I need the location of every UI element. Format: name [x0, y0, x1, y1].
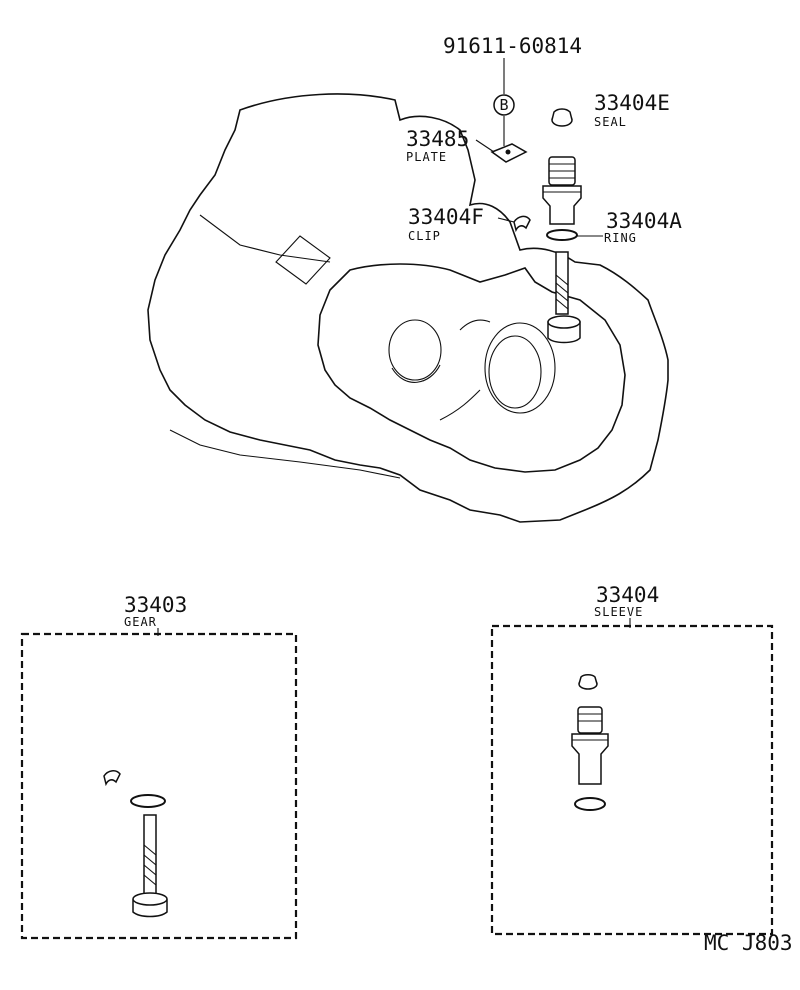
gear-kit-box: 33403 GEAR [20, 593, 298, 940]
seal-part-name: SEAL [594, 115, 627, 129]
figure-code: MC J803 [704, 931, 793, 955]
bolt-symbol-letter: B [499, 96, 508, 114]
plate-part-name: PLATE [406, 150, 447, 164]
clip-part-number: 33404F [408, 205, 484, 229]
clip-part-name: CLIP [408, 229, 441, 243]
sleeve-part [542, 156, 582, 225]
ring-part-name: RING [604, 231, 637, 245]
bolt-part-number: 91611-60814 [443, 34, 582, 58]
clip-part [513, 215, 531, 233]
seal-part [551, 108, 573, 127]
sleeve-kit-name: SLEEVE [594, 605, 643, 619]
driven-gear-part [547, 251, 581, 344]
gear-kit-name: GEAR [124, 615, 157, 629]
plate-part-number: 33485 [406, 127, 469, 151]
ring-part [546, 229, 578, 241]
bolt-symbol: B [493, 94, 515, 116]
transaxle-housing [147, 93, 669, 523]
sleeve-kit-number: 33404 [596, 583, 659, 607]
seal-part-number: 33404E [594, 91, 670, 115]
sleeve-kit-box: 33404 SLEEVE [490, 583, 774, 936]
ring-part-number: 33404A [606, 209, 682, 233]
gear-kit-number: 33403 [124, 593, 187, 617]
